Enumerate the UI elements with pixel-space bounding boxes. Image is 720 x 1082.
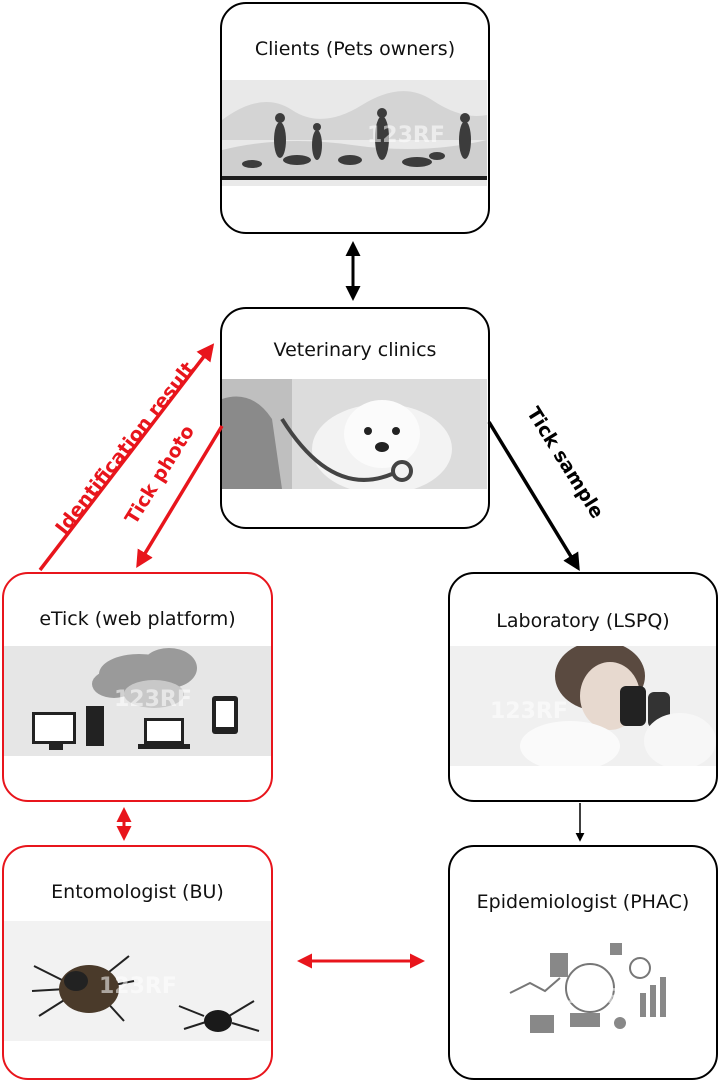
watermark-text: 123RF bbox=[490, 699, 568, 724]
laboratory-title: Laboratory (LSPQ) bbox=[496, 610, 670, 632]
watermark-text: 123RF bbox=[367, 123, 445, 148]
etick-web-platform-node: eTick (web platform) 123RF bbox=[2, 572, 273, 802]
scientist-microscope-photo: 123RF bbox=[450, 646, 716, 766]
dog-with-stethoscope-photo bbox=[222, 379, 487, 489]
watermark-text: 123RF bbox=[565, 984, 636, 1008]
clients-title: Clients (Pets owners) bbox=[254, 38, 456, 60]
watermark-text: 123RF bbox=[114, 687, 192, 712]
clients-node: Clients (Pets owners) 123RF bbox=[220, 2, 490, 234]
tick-sample-label: Tick sample bbox=[522, 403, 608, 522]
tick-photo-arrow bbox=[136, 425, 224, 568]
identification-result-arrow bbox=[38, 343, 215, 572]
veterinary-clinics-node: Veterinary clinics bbox=[220, 307, 490, 529]
data-icons-illustration: 123RF bbox=[490, 933, 690, 1045]
ticks-photo: 123RF bbox=[4, 921, 271, 1041]
tick-sample-arrow bbox=[487, 421, 580, 571]
laboratory-node: Laboratory (LSPQ) 123RF bbox=[448, 572, 718, 802]
epidemiologist-node: Epidemiologist (PHAC) 123RF bbox=[448, 845, 718, 1080]
entomologist-title: Entomologist (BU) bbox=[51, 881, 224, 903]
entomologist-node: Entomologist (BU) 123RF bbox=[2, 845, 273, 1080]
veterinary-clinics-title: Veterinary clinics bbox=[273, 339, 437, 361]
cloud-devices-illustration: 123RF bbox=[4, 646, 271, 756]
epidemiologist-title: Epidemiologist (PHAC) bbox=[476, 891, 690, 913]
pets-owners-illustration: 123RF bbox=[222, 80, 487, 186]
watermark-text: 123RF bbox=[99, 974, 177, 999]
etick-title: eTick (web platform) bbox=[39, 608, 236, 630]
